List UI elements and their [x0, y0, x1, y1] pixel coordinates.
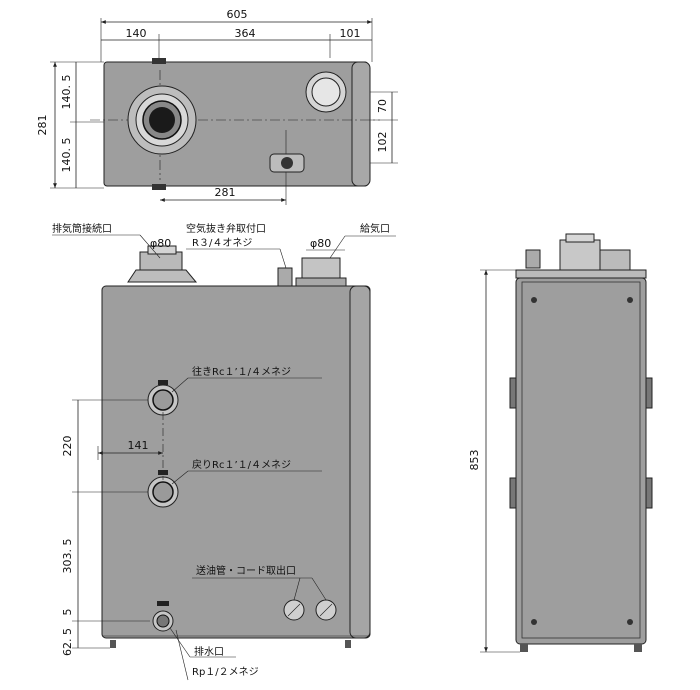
label-return: 戻りRc１’１/４メネジ	[192, 458, 291, 471]
side-view: 853	[468, 233, 653, 653]
label-exhaust-dia: φ80	[150, 237, 171, 250]
label-drain: 排水口	[194, 645, 224, 658]
dim-half-upper: 140. 5	[60, 75, 73, 110]
dim-half-lower: 140. 5	[60, 138, 73, 173]
dim-pipe-offset: 141	[128, 439, 149, 452]
dim-valve-offset: 102	[376, 132, 389, 153]
label-exhaust: 排気筒接続口	[52, 222, 112, 235]
dim-depth: 281	[36, 115, 49, 136]
label-intake-dia: φ80	[310, 237, 331, 250]
front-view: 排気筒接続口 φ80 空気抜き弁取付口 R３/４オネジ φ80 給気口 往きRc…	[52, 222, 396, 681]
dim-total-width: 605	[227, 8, 248, 21]
side-body	[515, 277, 647, 645]
dim-pipe-spacing: 220	[61, 436, 74, 457]
label-air-vent: 空気抜き弁取付口	[186, 222, 266, 235]
air-vent-fitting-icon	[277, 267, 293, 287]
dim-intake-offset: 70	[376, 99, 389, 113]
label-drain-thread: Rp１/２メネジ	[192, 666, 259, 678]
label-intake: 給気口	[360, 222, 390, 235]
top-view: 605 140 364 101 281 140. 5 140. 5	[36, 8, 398, 205]
dim-drain-small: 5	[61, 609, 74, 616]
label-oil: 送油管・コード取出口	[196, 564, 296, 577]
label-supply: 往きRc１’１/４メネジ	[192, 365, 291, 378]
dim-center-span: 364	[235, 27, 256, 40]
dim-lower-span: 303. 5	[61, 539, 74, 574]
dim-height: 853	[468, 450, 481, 471]
dim-right-offset: 101	[340, 27, 361, 40]
label-air-vent-thread: R３/４オネジ	[192, 237, 252, 249]
dim-left-offset: 140	[126, 27, 147, 40]
dim-bottom-height: 62. 5	[61, 628, 74, 656]
dim-bottom-span: 281	[215, 186, 236, 199]
